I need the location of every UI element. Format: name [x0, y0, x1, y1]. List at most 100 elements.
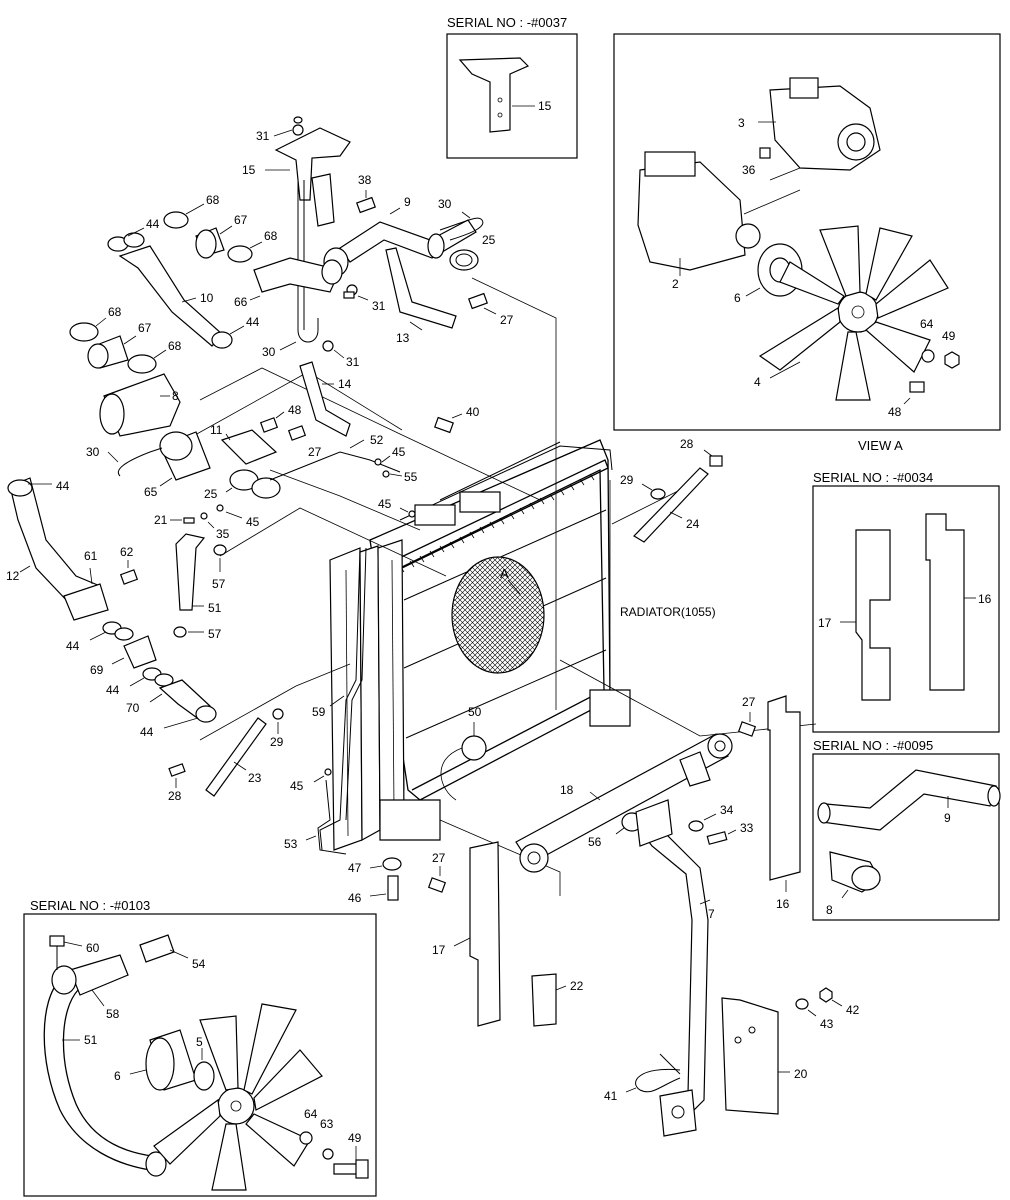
- callout-44e: 44: [106, 683, 120, 697]
- left-piping: 44 12 61 62 51 57 57 21 35 45 44: [6, 477, 284, 803]
- callout-42: 42: [846, 1003, 860, 1017]
- callout-46: 46: [348, 891, 362, 905]
- callout-12: 12: [6, 569, 20, 583]
- callout-62: 62: [120, 545, 134, 559]
- callout-5: 5: [196, 1035, 203, 1049]
- callout-16: 16: [978, 592, 992, 606]
- callout-57b: 57: [208, 627, 222, 641]
- callout-11: 11: [210, 423, 223, 437]
- callout-13: 13: [396, 331, 410, 345]
- callout-7: 7: [708, 907, 715, 921]
- callout-29b: 29: [620, 473, 634, 487]
- callout-45a: 45: [392, 445, 406, 459]
- callout-20: 20: [794, 1067, 808, 1081]
- callout-28a: 28: [168, 789, 182, 803]
- callout-28b: 28: [680, 437, 694, 451]
- caption-serial-0034: SERIAL NO : -#0034: [813, 470, 933, 485]
- callout-45d: 45: [290, 779, 304, 793]
- callout-64b: 64: [304, 1107, 318, 1121]
- callout-67b: 67: [138, 321, 152, 335]
- callout-30a: 30: [438, 197, 452, 211]
- callout-68d: 68: [168, 339, 182, 353]
- callout-34: 34: [720, 803, 734, 817]
- callout-51a: 51: [208, 601, 222, 615]
- callout-15a: 15: [242, 163, 256, 177]
- callout-58: 58: [106, 1007, 120, 1021]
- callout-27c: 27: [742, 695, 756, 709]
- callout-49b: 49: [348, 1131, 362, 1145]
- inset-serial-0103: SERIAL NO : -#0103 51 58 54 60 6 5: [23, 898, 377, 1197]
- callout-25b: 25: [204, 487, 218, 501]
- callout-65: 65: [144, 485, 158, 499]
- callout-24: 24: [686, 517, 700, 531]
- callout-45b: 45: [378, 497, 392, 511]
- callout-29a: 29: [270, 735, 284, 749]
- callout-36: 36: [742, 163, 756, 177]
- callout-18: 18: [560, 783, 574, 797]
- inset-serial-0034: SERIAL NO : -#0034 17 16: [812, 470, 1000, 733]
- callout-47: 47: [348, 861, 362, 875]
- inset-serial-0095: SERIAL NO : -#0095 9 8: [812, 738, 1001, 921]
- callout-44b: 44: [246, 315, 260, 329]
- callout-53: 53: [284, 837, 298, 851]
- callout-27a: 27: [500, 313, 514, 327]
- callout-51b: 51: [84, 1033, 98, 1047]
- callout-63: 63: [320, 1117, 334, 1131]
- callout-48: 48: [888, 405, 902, 419]
- callout-30b: 30: [262, 345, 276, 359]
- caption-serial-0095: SERIAL NO : -#0095: [813, 738, 933, 753]
- callout-15: 15: [538, 99, 552, 113]
- callout-14: 14: [338, 377, 352, 391]
- upper-piping: 15 31 30 38 9 30 25 66 31: [69, 116, 514, 905]
- callout-44f: 44: [140, 725, 154, 739]
- callout-68b: 68: [264, 229, 278, 243]
- callout-54: 54: [192, 957, 206, 971]
- callout-68a: 68: [206, 193, 220, 207]
- callout-44a: 44: [146, 217, 160, 231]
- callout-27d: 27: [432, 851, 446, 865]
- callout-31a: 31: [256, 129, 270, 143]
- callout-44c: 44: [56, 479, 70, 493]
- callout-60: 60: [86, 941, 100, 955]
- callout-38: 38: [358, 173, 372, 187]
- callout-25a: 25: [482, 233, 496, 247]
- radiator-assembly: A RADIATOR(1055) 50: [329, 439, 716, 851]
- callout-17b: 17: [432, 943, 446, 957]
- callout-52: 52: [370, 433, 384, 447]
- right-stays: 28 29 24 18 27 16 34 33 56: [427, 437, 860, 1137]
- callout-6: 6: [734, 291, 741, 305]
- callout-57a: 57: [212, 577, 226, 591]
- callout-8a: 8: [172, 389, 179, 403]
- callout-64: 64: [920, 317, 934, 331]
- callout-9a: 9: [404, 195, 411, 209]
- callout-27b: 27: [308, 445, 322, 459]
- callout-8: 8: [826, 903, 833, 917]
- callout-50: 50: [468, 705, 482, 719]
- view-marker-a: A: [500, 566, 509, 581]
- callout-68c: 68: [108, 305, 122, 319]
- callout-21: 21: [154, 513, 168, 527]
- callout-48a: 48: [288, 403, 302, 417]
- label-radiator: RADIATOR(1055): [620, 605, 716, 619]
- callout-44d: 44: [66, 639, 80, 653]
- caption-view-a: VIEW A: [858, 438, 903, 453]
- callout-4: 4: [754, 375, 761, 389]
- callout-6b: 6: [114, 1069, 121, 1083]
- callout-49: 49: [942, 329, 956, 343]
- callout-55: 55: [404, 470, 418, 484]
- callout-9: 9: [944, 811, 951, 825]
- callout-3: 3: [738, 116, 745, 130]
- callout-59: 59: [312, 705, 326, 719]
- callout-45c: 45: [246, 515, 260, 529]
- callout-30c: 30: [86, 445, 100, 459]
- callout-56: 56: [588, 835, 602, 849]
- callout-16b: 16: [776, 897, 790, 911]
- callout-70: 70: [126, 701, 140, 715]
- callout-17: 17: [818, 616, 832, 630]
- callout-33: 33: [740, 821, 754, 835]
- callout-10: 10: [200, 291, 214, 305]
- caption-serial-0103: SERIAL NO : -#0103: [30, 898, 150, 913]
- callout-41: 41: [604, 1089, 618, 1103]
- callout-67a: 67: [234, 213, 248, 227]
